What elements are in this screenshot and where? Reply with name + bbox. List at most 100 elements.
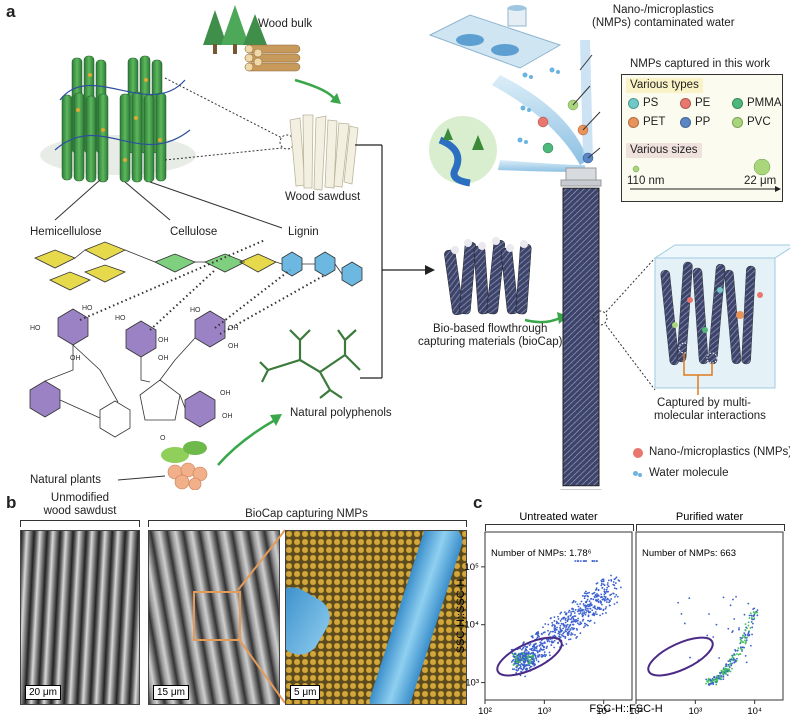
scatter-point bbox=[534, 647, 536, 649]
scatter-point bbox=[587, 603, 590, 606]
dense-point bbox=[515, 655, 518, 658]
scatter-point bbox=[519, 674, 522, 677]
scatter-point bbox=[546, 640, 549, 643]
scatter-point bbox=[712, 679, 714, 682]
svg-text:HO: HO bbox=[115, 315, 126, 322]
dense-point bbox=[518, 653, 521, 656]
scatter-point bbox=[719, 672, 722, 675]
scatter-point bbox=[720, 678, 722, 680]
scale-bar-1: 20 μm bbox=[25, 685, 61, 700]
scatter-point bbox=[565, 628, 567, 631]
sem-title-unmodified: Unmodified wood sawdust bbox=[22, 492, 138, 518]
scatter-point bbox=[578, 609, 580, 612]
scatter-point bbox=[581, 594, 584, 597]
scatter-point bbox=[588, 591, 590, 594]
scatter-point bbox=[734, 659, 737, 662]
scatter-point bbox=[541, 655, 544, 658]
scatter-point bbox=[542, 626, 544, 629]
panel-title: Untreated water bbox=[519, 511, 598, 523]
scatter-point bbox=[537, 630, 540, 633]
scatter-point bbox=[749, 627, 752, 629]
plastic-dot-icon bbox=[628, 116, 639, 128]
scatter-point bbox=[600, 603, 603, 606]
scatter-point bbox=[567, 628, 569, 630]
scatter-point bbox=[577, 617, 579, 620]
scatter-point bbox=[572, 608, 575, 610]
scatter-point bbox=[602, 578, 605, 581]
zoomed-capture-box bbox=[653, 244, 790, 389]
scatter-point bbox=[531, 636, 534, 639]
scatter-point bbox=[538, 654, 541, 656]
x-tick-label: 10³ bbox=[688, 706, 702, 714]
scatter-point bbox=[573, 627, 576, 630]
scatter-point bbox=[575, 637, 578, 639]
scatter-point bbox=[603, 599, 606, 601]
scatter-point bbox=[609, 600, 611, 602]
scatter-point bbox=[537, 660, 540, 663]
scatter-point bbox=[550, 644, 553, 646]
scatter-point bbox=[565, 624, 568, 627]
scatter-point bbox=[593, 595, 596, 598]
scatter-point bbox=[576, 622, 579, 625]
scatter-point bbox=[714, 681, 717, 684]
scatter-point bbox=[527, 651, 530, 653]
plastic-dot-icon bbox=[628, 97, 639, 109]
scatter-point bbox=[612, 592, 614, 595]
label-cellulose: Cellulose bbox=[170, 226, 218, 238]
dense-point bbox=[529, 658, 532, 661]
scatter-point bbox=[571, 633, 574, 636]
plastic-dot-icon bbox=[680, 116, 691, 128]
scatter-point bbox=[593, 560, 596, 562]
scatter-point bbox=[568, 618, 570, 620]
scatter-point bbox=[565, 625, 568, 628]
scatter-point bbox=[748, 634, 750, 637]
scatter-point bbox=[579, 610, 582, 613]
sem-bracket-biocap bbox=[148, 520, 467, 527]
x-tick-label: 10⁴ bbox=[747, 706, 762, 714]
scatter-point bbox=[570, 634, 572, 636]
y-tick-label: 10⁴ bbox=[464, 620, 479, 631]
scatter-point bbox=[591, 560, 594, 562]
scatter-point bbox=[595, 587, 598, 590]
scatter-point bbox=[601, 578, 604, 581]
x-tick-label: 10³ bbox=[537, 706, 551, 714]
nmp-info-title: NMPs captured in this work bbox=[628, 58, 772, 71]
scatter-point bbox=[541, 653, 543, 656]
dense-point bbox=[515, 664, 518, 667]
scatter-point bbox=[517, 669, 520, 671]
plastic-dot-icon bbox=[732, 97, 743, 109]
label-natural-plants: Natural plants bbox=[30, 474, 101, 486]
scatter-point bbox=[606, 583, 609, 586]
polysaccharide-structures bbox=[34, 241, 363, 291]
scatter-point bbox=[534, 656, 537, 658]
scatter-point bbox=[603, 590, 606, 593]
label-biocap: Bio-based flowthrough capturing material… bbox=[418, 323, 562, 349]
scatter-point bbox=[706, 634, 709, 637]
sem-image-biocap: 15 μm bbox=[148, 530, 280, 705]
scatter-point bbox=[579, 560, 582, 562]
dense-point bbox=[519, 658, 522, 661]
gate-ellipse bbox=[496, 636, 563, 677]
scatter-point bbox=[551, 641, 553, 644]
scatter-point bbox=[545, 654, 548, 656]
dense-point bbox=[531, 652, 534, 655]
scatter-point bbox=[720, 671, 723, 674]
scatter-point bbox=[526, 668, 529, 670]
scatter-point bbox=[705, 678, 708, 681]
scatter-point bbox=[597, 598, 600, 601]
label-contaminated-line1: Nano-/microplastics bbox=[612, 4, 714, 16]
scatter-point bbox=[752, 615, 755, 618]
scatter-point bbox=[744, 641, 747, 644]
scatter-point bbox=[722, 678, 725, 681]
scatter-point bbox=[602, 583, 605, 586]
scatter-point bbox=[528, 644, 531, 647]
dense-point bbox=[523, 661, 526, 664]
y-tick-label: 10³ bbox=[465, 678, 479, 689]
dense-point bbox=[523, 657, 526, 660]
wood-sawdust-icon bbox=[289, 114, 359, 191]
scatter-point bbox=[579, 621, 582, 624]
scatter-point bbox=[720, 674, 723, 677]
natural-plants-icon bbox=[161, 441, 208, 490]
treatment-plant-icon bbox=[428, 5, 562, 69]
svg-text:OH: OH bbox=[70, 355, 81, 362]
